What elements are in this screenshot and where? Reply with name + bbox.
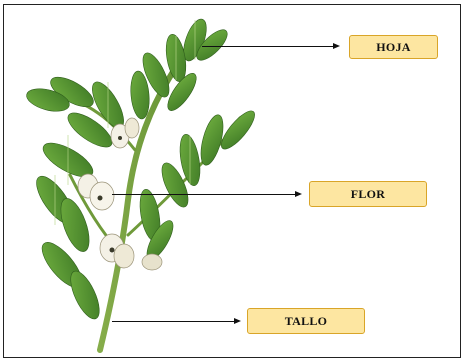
leaf-label: HOJA bbox=[349, 35, 438, 59]
flower-label-text: FLOR bbox=[351, 187, 386, 202]
stem-label-text: TALLO bbox=[285, 314, 328, 329]
flower-label: FLOR bbox=[309, 181, 427, 207]
leaf bbox=[65, 267, 105, 323]
flower bbox=[142, 254, 162, 270]
stem-pointer-arrowhead bbox=[234, 318, 241, 324]
leaf-label-text: HOJA bbox=[376, 40, 411, 55]
flower-pointer-arrowhead bbox=[295, 191, 302, 197]
flower bbox=[125, 118, 139, 138]
stem-pointer-line bbox=[112, 321, 234, 322]
leaf-pointer-arrowhead bbox=[333, 43, 340, 49]
leaf-pointer-line bbox=[202, 46, 333, 47]
flower-pointer-line bbox=[112, 194, 295, 195]
flower bbox=[90, 182, 114, 210]
stem-label: TALLO bbox=[247, 308, 365, 334]
flower bbox=[114, 244, 134, 268]
